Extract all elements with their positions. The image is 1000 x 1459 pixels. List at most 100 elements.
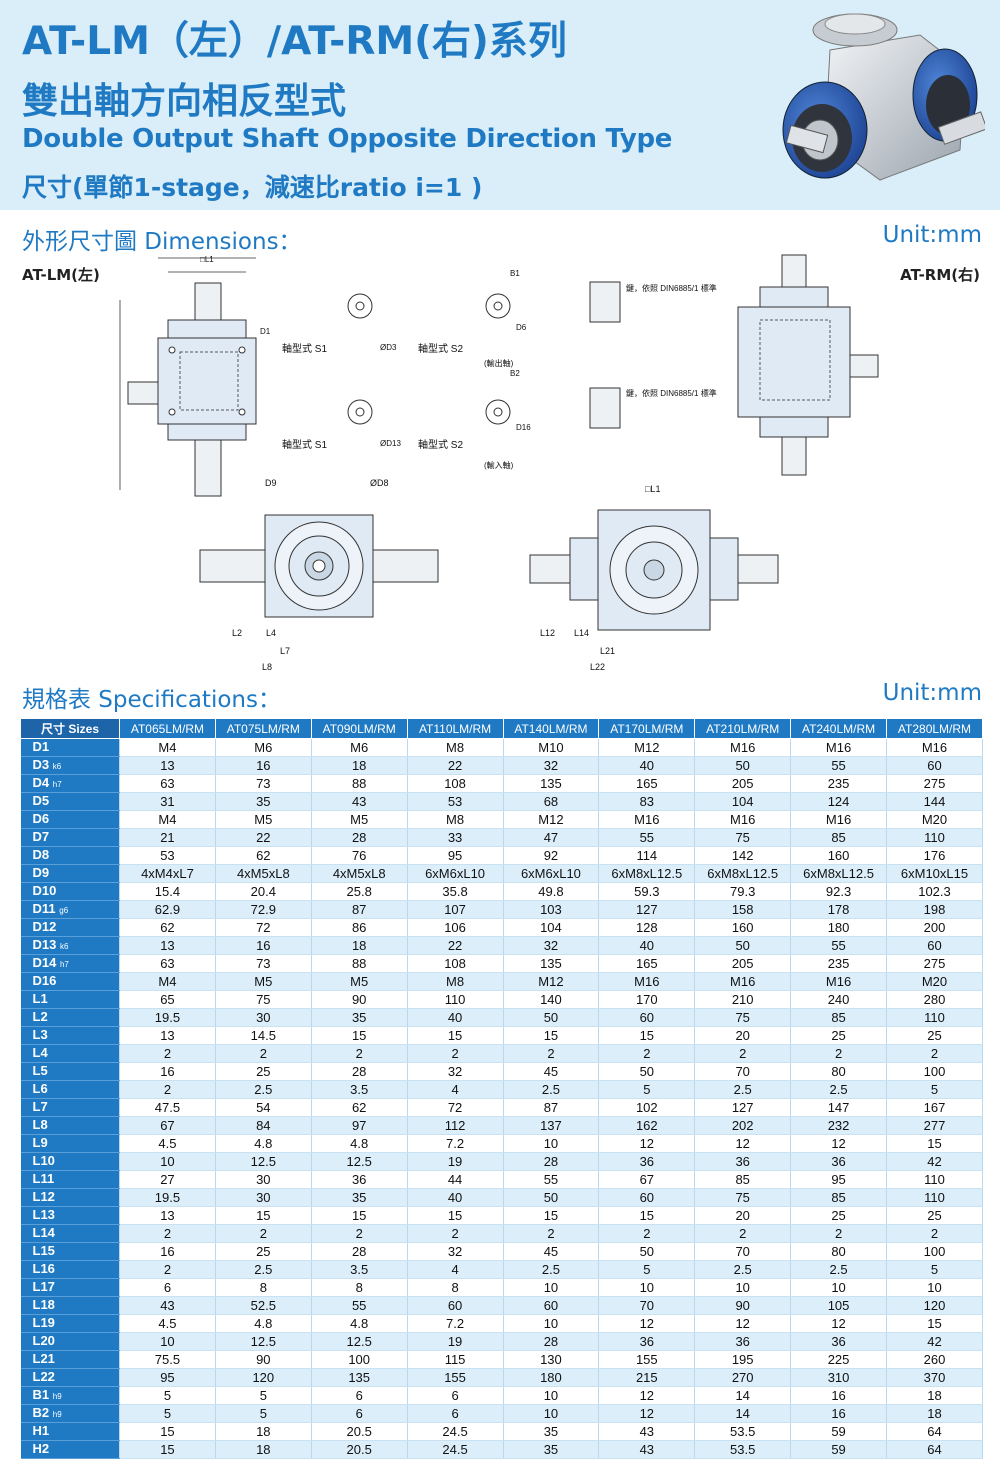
table-cell: 2 [311, 1224, 408, 1243]
column-header: AT075LM/RM [214, 718, 312, 739]
table-cell: 36 [598, 1332, 696, 1351]
shaft-s2-label-a: 軸型式 S2 [418, 342, 463, 355]
key-note-2: 鍵，依照 DIN6885/1 標準 [626, 388, 717, 398]
table-cell: 2 [215, 1224, 312, 1243]
table-cell: 2 [503, 1044, 600, 1063]
row-label: H1 [20, 1422, 120, 1441]
table-cell: 12.5 [311, 1152, 408, 1171]
table-cell: 53 [407, 792, 504, 811]
table-cell: 100 [886, 1062, 983, 1081]
table-cell: 135 [311, 1368, 408, 1387]
row-label: L16 [20, 1260, 120, 1279]
table-cell: 36 [790, 1332, 887, 1351]
table-cell: 63 [119, 774, 216, 793]
table-cell: M4 [119, 810, 216, 829]
row-label-text: D1 [32, 739, 50, 754]
table-cell: 64 [886, 1422, 983, 1441]
row-label: L3 [20, 1026, 120, 1045]
table-cell: 43 [598, 1422, 696, 1441]
table-cell: 147 [790, 1098, 887, 1117]
column-header: AT210LM/RM [694, 718, 792, 739]
row-label: L21 [20, 1350, 120, 1369]
table-cell: 28 [311, 1242, 408, 1261]
dim-B2: B2 [510, 369, 520, 378]
row-label-text: D10 [32, 883, 57, 898]
row-label-tolerance: h9 [52, 1392, 62, 1401]
table-cell: 54 [215, 1098, 312, 1117]
key-note-1: 鍵，依照 DIN6885/1 標準 [626, 283, 717, 293]
row-label: L14 [20, 1224, 120, 1243]
table-cell: 22 [407, 936, 504, 955]
table-cell: 142 [694, 846, 792, 865]
row-label-text: D8 [32, 847, 50, 862]
table-cell: 7.2 [407, 1314, 504, 1333]
dim-L1: □L1 [200, 255, 214, 264]
table-cell: 2.5 [503, 1260, 600, 1279]
table-cell: 62 [311, 1098, 408, 1117]
dim-D8: ØD8 [370, 478, 389, 488]
row-label-text: D12 [32, 919, 57, 934]
right-model-label: AT-RM(右) [900, 266, 980, 284]
column-header: AT170LM/RM [598, 718, 696, 739]
table-cell: 25 [215, 1242, 312, 1261]
table-cell: 19.5 [119, 1008, 216, 1027]
title-line2: 雙出軸方向相反型式 [22, 81, 347, 122]
row-label: L2 [20, 1008, 120, 1027]
row-label: L5 [20, 1062, 120, 1081]
table-cell: 127 [598, 900, 696, 919]
row-label-text: D9 [32, 865, 50, 880]
table-cell: 195 [694, 1350, 792, 1369]
table-cell: 25 [790, 1206, 887, 1225]
dim-L21: L21 [600, 646, 615, 656]
table-cell: 90 [694, 1296, 792, 1315]
table-cell: 43 [119, 1296, 216, 1315]
column-header: AT280LM/RM [886, 718, 983, 739]
table-cell: 4.5 [119, 1134, 216, 1153]
table-cell: M6 [215, 738, 312, 757]
table-cell: 53 [119, 846, 216, 865]
table-cell: 198 [886, 900, 983, 919]
table-cell: 120 [886, 1296, 983, 1315]
table-cell: 24.5 [407, 1422, 504, 1441]
left-gearbox-drawing [127, 282, 257, 497]
table-cell: 55 [503, 1170, 600, 1189]
table-cell: 2.5 [790, 1260, 887, 1279]
table-cell: 15 [886, 1134, 983, 1153]
table-cell: 75 [694, 1008, 792, 1027]
table-cell: 167 [886, 1098, 983, 1117]
dim-D13: ØD13 [380, 439, 401, 448]
table-cell: 102.3 [886, 882, 983, 901]
table-cell: 200 [886, 918, 983, 937]
table-cell: 108 [407, 954, 504, 973]
table-cell: 12 [598, 1134, 696, 1153]
row-label-text: D6 [32, 811, 50, 826]
left-model-label: AT-LM(左) [22, 266, 100, 284]
table-cell: 25 [886, 1026, 983, 1045]
table-cell: 110 [886, 1188, 983, 1207]
dim-L22: L22 [590, 662, 605, 672]
table-cell: 67 [119, 1116, 216, 1135]
table-cell: 42 [886, 1332, 983, 1351]
table-cell: 10 [119, 1332, 216, 1351]
row-label-text: L4 [32, 1045, 48, 1060]
table-cell: 135 [503, 954, 600, 973]
row-label-text: L2 [32, 1009, 48, 1024]
table-cell: 8 [215, 1278, 312, 1297]
table-cell: 144 [886, 792, 983, 811]
table-cell: 15 [215, 1206, 312, 1225]
specs-title: 規格表 Specifications： [22, 687, 281, 713]
table-cell: 2 [790, 1044, 887, 1063]
dimensions-title: 外形尺寸圖 Dimensions： [22, 229, 302, 255]
table-cell: 52.5 [215, 1296, 312, 1315]
row-label: D9 [20, 864, 120, 883]
output-shaft-label: (輸出軸) [484, 358, 514, 368]
